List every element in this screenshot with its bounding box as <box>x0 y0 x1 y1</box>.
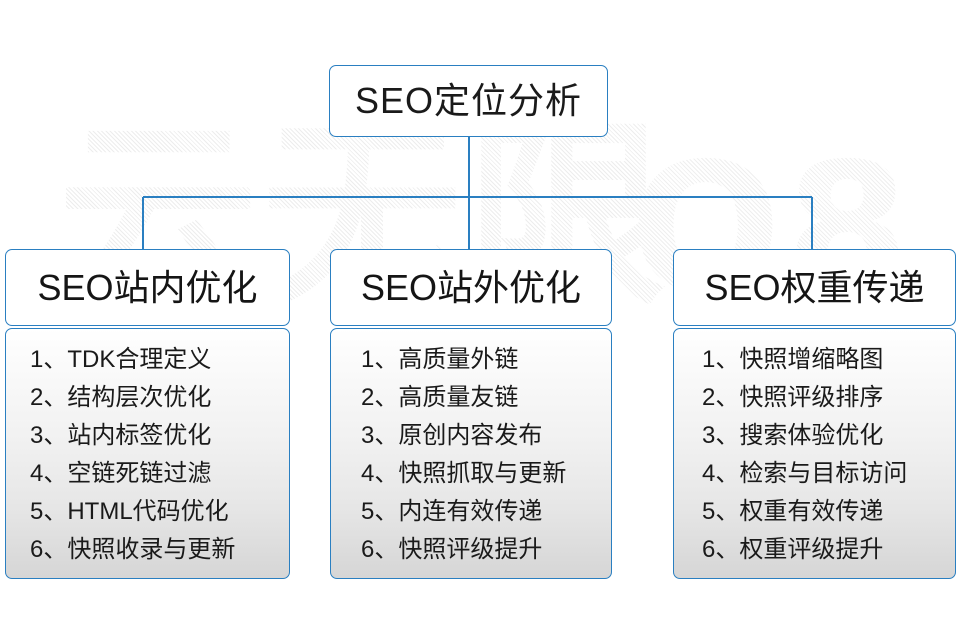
column-header-0[interactable]: SEO站内优化 <box>5 249 290 326</box>
column-seo-weight-transfer: SEO权重传递 1、快照增缩略图 2、快照评级排序 3、搜索体验优化 4、检索与… <box>673 249 956 579</box>
column-seo-onsite: SEO站内优化 1、TDK合理定义 2、结构层次优化 3、站内标签优化 4、空链… <box>5 249 290 579</box>
list-item[interactable]: 5、内连有效传递 <box>361 498 543 525</box>
list-item[interactable]: 5、HTML代码优化 <box>30 498 229 525</box>
list-item[interactable]: 2、高质量友链 <box>361 384 519 411</box>
list-item[interactable]: 6、快照评级提升 <box>361 536 543 563</box>
list-item[interactable]: 1、快照增缩略图 <box>702 346 884 373</box>
column-header-2[interactable]: SEO权重传递 <box>673 249 956 326</box>
list-item[interactable]: 1、高质量外链 <box>361 346 519 373</box>
column-header-1[interactable]: SEO站外优化 <box>330 249 612 326</box>
list-item[interactable]: 6、权重评级提升 <box>702 536 884 563</box>
root-node[interactable]: SEO定位分析 <box>329 65 608 137</box>
list-item[interactable]: 3、站内标签优化 <box>30 422 212 449</box>
list-item[interactable]: 2、快照评级排序 <box>702 384 884 411</box>
column-header-label-0: SEO站内优化 <box>37 266 258 308</box>
column-seo-offsite: SEO站外优化 1、高质量外链 2、高质量友链 3、原创内容发布 4、快照抓取与… <box>330 249 612 579</box>
column-header-label-1: SEO站外优化 <box>360 266 582 308</box>
list-item[interactable]: 3、搜索体验优化 <box>702 422 884 449</box>
column-body-2: 1、快照增缩略图 2、快照评级排序 3、搜索体验优化 4、检索与目标访问 5、权… <box>673 328 956 579</box>
list-item[interactable]: 4、空链死链过滤 <box>30 460 212 487</box>
list-item[interactable]: 3、原创内容发布 <box>361 422 543 449</box>
list-item[interactable]: 6、快照收录与更新 <box>30 536 236 563</box>
list-item[interactable]: 4、快照抓取与更新 <box>361 460 567 487</box>
root-node-label: SEO定位分析 <box>354 80 583 121</box>
list-item[interactable]: 1、TDK合理定义 <box>30 346 212 373</box>
list-item[interactable]: 4、检索与目标访问 <box>702 460 908 487</box>
column-body-1: 1、高质量外链 2、高质量友链 3、原创内容发布 4、快照抓取与更新 5、内连有… <box>330 328 612 579</box>
column-body-0: 1、TDK合理定义 2、结构层次优化 3、站内标签优化 4、空链死链过滤 5、H… <box>5 328 290 579</box>
column-header-label-2: SEO权重传递 <box>704 266 925 308</box>
list-item[interactable]: 5、权重有效传递 <box>702 498 884 525</box>
list-item[interactable]: 2、结构层次优化 <box>30 384 212 411</box>
